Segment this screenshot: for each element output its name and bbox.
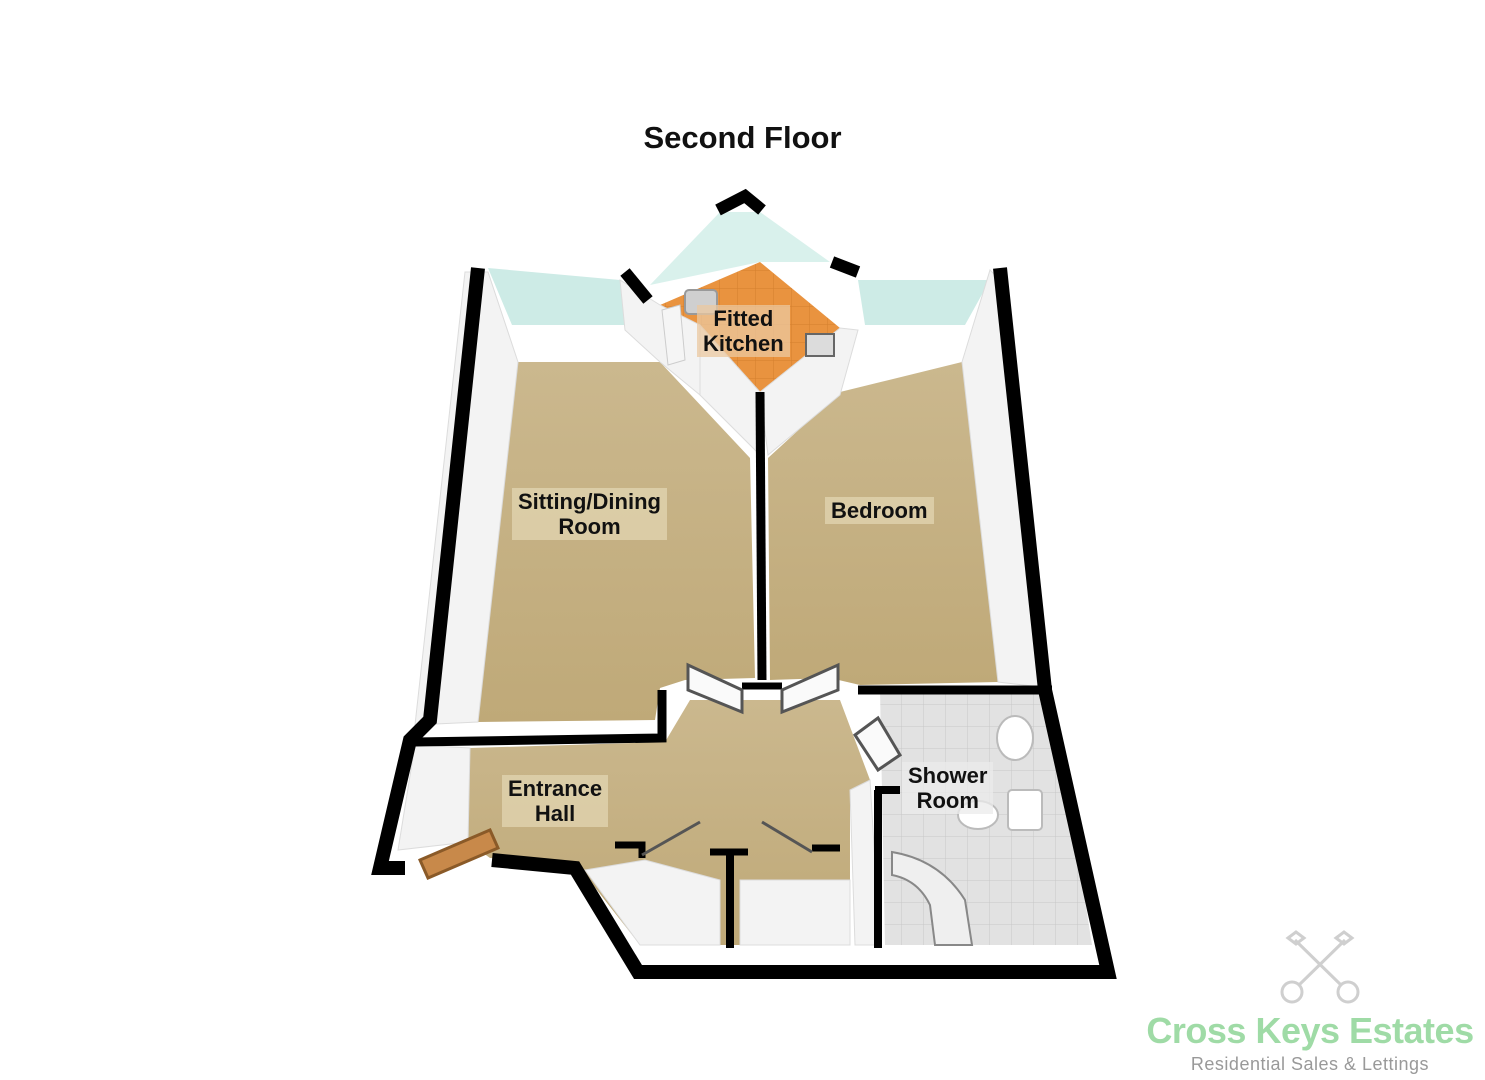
crossed-keys-icon	[1280, 930, 1360, 1004]
doors	[418, 662, 903, 880]
brand-block: Cross Keys Estates Residential Sales & L…	[1145, 1010, 1475, 1075]
windows	[488, 212, 990, 325]
shower-room-door	[852, 715, 903, 773]
room-label-sitting-dining: Sitting/Dining Room	[512, 488, 667, 540]
bathroom-fixtures	[891, 715, 1043, 946]
room-label-entrance-hall: Entrance Hall	[502, 775, 609, 827]
hall-cupboard-door	[641, 820, 701, 857]
room-label-shower: Shower Room	[902, 762, 994, 814]
room-label-kitchen: Fitted Kitchen	[697, 305, 790, 357]
sitting-room-door	[686, 662, 744, 715]
bedroom-door	[780, 662, 840, 715]
room-label-bedroom: Bedroom	[825, 497, 934, 524]
cupboard-door	[761, 820, 813, 854]
brand-name: Cross Keys Estates	[1146, 1010, 1474, 1051]
hob-icon	[805, 333, 835, 357]
brand-tagline: Residential Sales & Lettings	[1190, 1054, 1430, 1074]
walls	[371, 188, 1117, 979]
toilet-cistern-icon	[1007, 789, 1043, 831]
floor-title: Second Floor	[643, 120, 842, 155]
sitting-room-floor	[478, 362, 755, 722]
front-door	[418, 828, 500, 880]
basin-icon	[996, 715, 1034, 761]
shower-enclosure-icon	[891, 850, 974, 946]
